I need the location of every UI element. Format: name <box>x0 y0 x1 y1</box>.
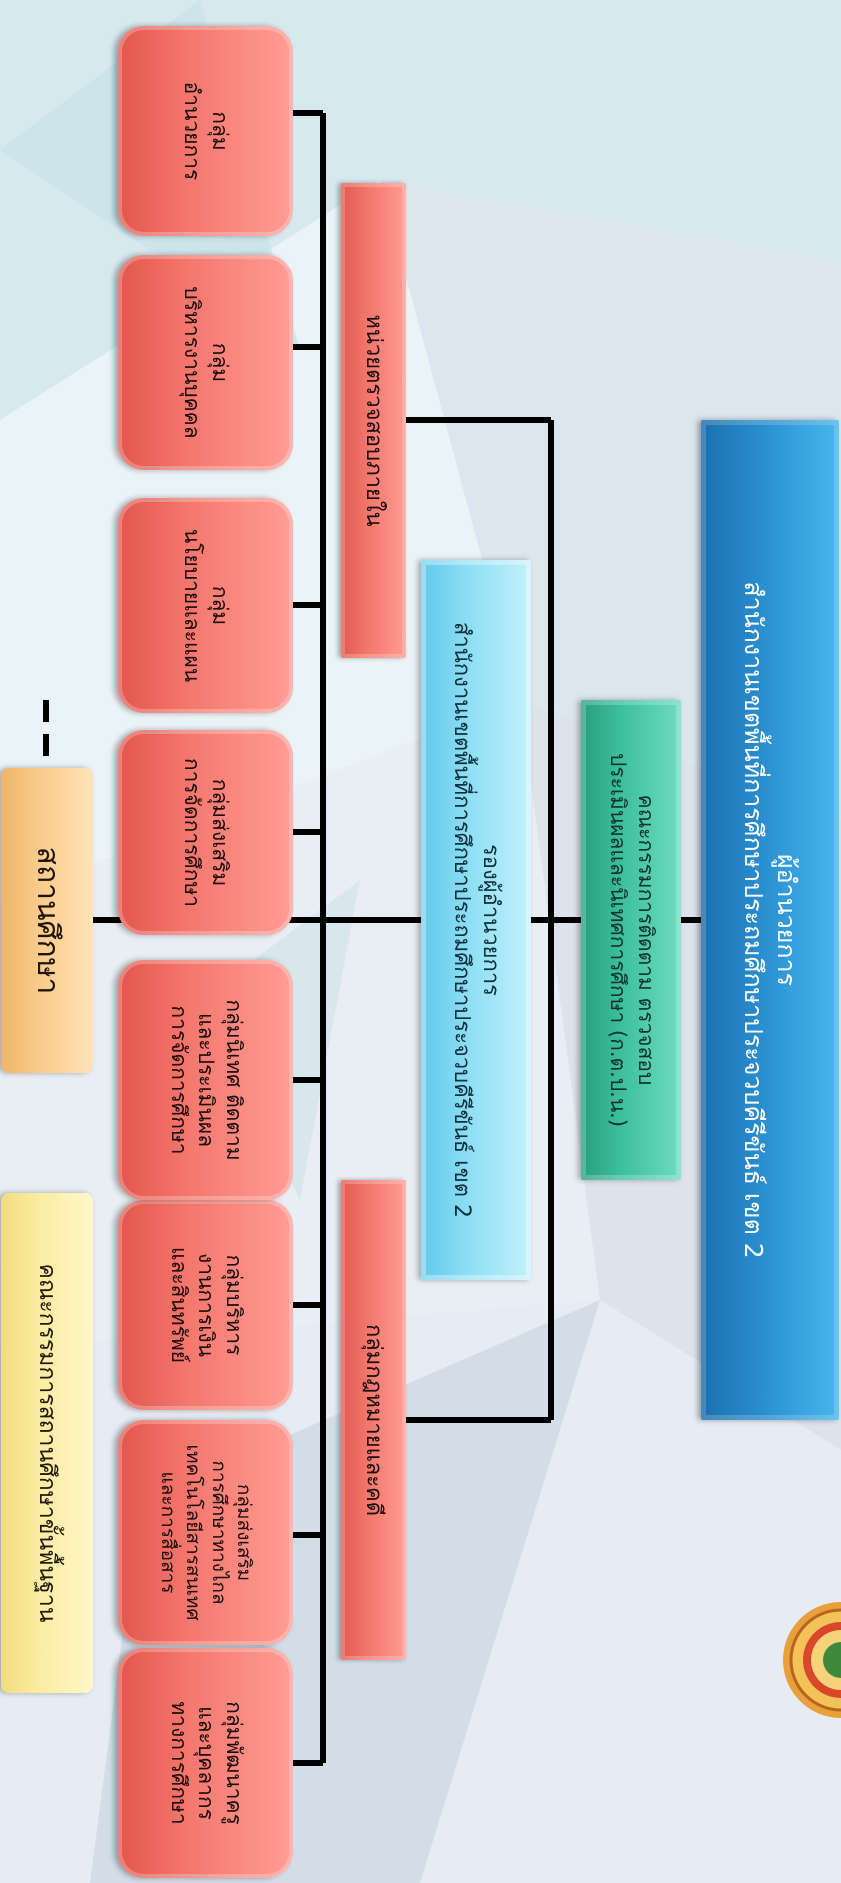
group-line: กลุ่มพัฒนาครู <box>222 1701 247 1825</box>
legal-group-box: กลุ่มกฎหมายและคดี <box>341 1180 406 1660</box>
group-box: กลุ่มพัฒนาครู และบุคลากร ทางการศึกษา <box>118 1648 293 1878</box>
internal-audit-label: หน่วยตรวจสอบภายใน <box>361 314 387 527</box>
group-line: กลุ่ม <box>208 585 233 626</box>
group-line: งานการเงิน <box>194 1253 219 1357</box>
group-line: การศึกษาทางไกล <box>207 1460 230 1605</box>
basic-committee-box: คณะกรรมการสถานศึกษาขั้นพื้นฐาน <box>1 1193 93 1693</box>
group-line: บริหารงานบุคคล <box>180 286 205 439</box>
group-box: กลุ่มนิเทศ ติดตาม และประเมินผล การจัดการ… <box>118 960 293 1200</box>
group-box: กลุ่มบริหาร งานการเงิน และสินทรัพย์ <box>118 1200 293 1410</box>
group-line: ทางการศึกษา <box>166 1701 191 1825</box>
group-line: กลุ่มส่งเสริม <box>208 778 233 887</box>
director-box: ผู้อำนวยการ สำนักงานเขตพื้นที่การศึกษาปร… <box>701 420 839 1420</box>
group-box: กลุ่ม อำนวยการ <box>118 26 293 236</box>
deputy-office: สำนักงานเขตพื้นที่การศึกษาประถมศึกษาประจ… <box>449 621 474 1219</box>
committee-line1: คณะกรรมการติดตาม ตรวจสอบ <box>633 794 658 1086</box>
emblem-seal-icon <box>781 1600 841 1720</box>
group-box: กลุ่ม นโยบายและแผน <box>118 498 293 713</box>
group-line: กลุ่มส่งเสริม <box>232 1483 255 1582</box>
director-office: สำนักงานเขตพื้นที่การศึกษาประถมศึกษาประจ… <box>739 581 768 1259</box>
group-line: เทคโนโลยีสารสนเทศ <box>182 1444 205 1621</box>
group-line: และสินทรัพย์ <box>166 1246 191 1364</box>
group-box: กลุ่มส่งเสริม การจัดการศึกษา <box>118 730 293 935</box>
deputy-box: รองผู้อำนวยการ สำนักงานเขตพื้นที่การศึกษ… <box>421 560 531 1280</box>
basic-committee-label: คณะกรรมการสถานศึกษาขั้นพื้นฐาน <box>34 1263 61 1623</box>
group-line: กลุ่มนิเทศ ติดตาม <box>222 999 247 1161</box>
group-line: อำนวยการ <box>180 81 205 181</box>
legal-group-label: กลุ่มกฎหมายและคดี <box>361 1323 387 1517</box>
internal-audit-box: หน่วยตรวจสอบภายใน <box>341 183 406 658</box>
group-line: กลุ่ม <box>208 342 233 383</box>
committee-line2: ประเมินผลและนิเทศการศึกษา (ก.ต.ป.น.) <box>606 752 630 1128</box>
schools-label: สถานศึกษา <box>29 846 65 995</box>
committee-box: คณะกรรมการติดตาม ตรวจสอบ ประเมินผลและนิเ… <box>581 700 681 1180</box>
group-line: กลุ่มบริหาร <box>222 1254 247 1356</box>
group-line: นโยบายและแผน <box>180 528 205 683</box>
director-title: ผู้อำนวยการ <box>772 853 801 987</box>
group-line: กลุ่ม <box>208 111 233 151</box>
group-line: การจัดการศึกษา <box>166 1005 191 1155</box>
schools-box: สถานศึกษา <box>1 768 93 1073</box>
group-line: และการสื่อสาร <box>157 1471 180 1594</box>
group-line: และบุคลากร <box>194 1706 219 1820</box>
group-line: และประเมินผล <box>194 1012 219 1148</box>
group-box: กลุ่ม บริหารงานบุคคล <box>118 255 293 470</box>
group-box: กลุ่มส่งเสริม การศึกษาทางไกล เทคโนโลยีสา… <box>118 1420 293 1645</box>
group-line: การจัดการศึกษา <box>180 757 205 908</box>
deputy-title: รองผู้อำนวยการ <box>478 843 504 996</box>
